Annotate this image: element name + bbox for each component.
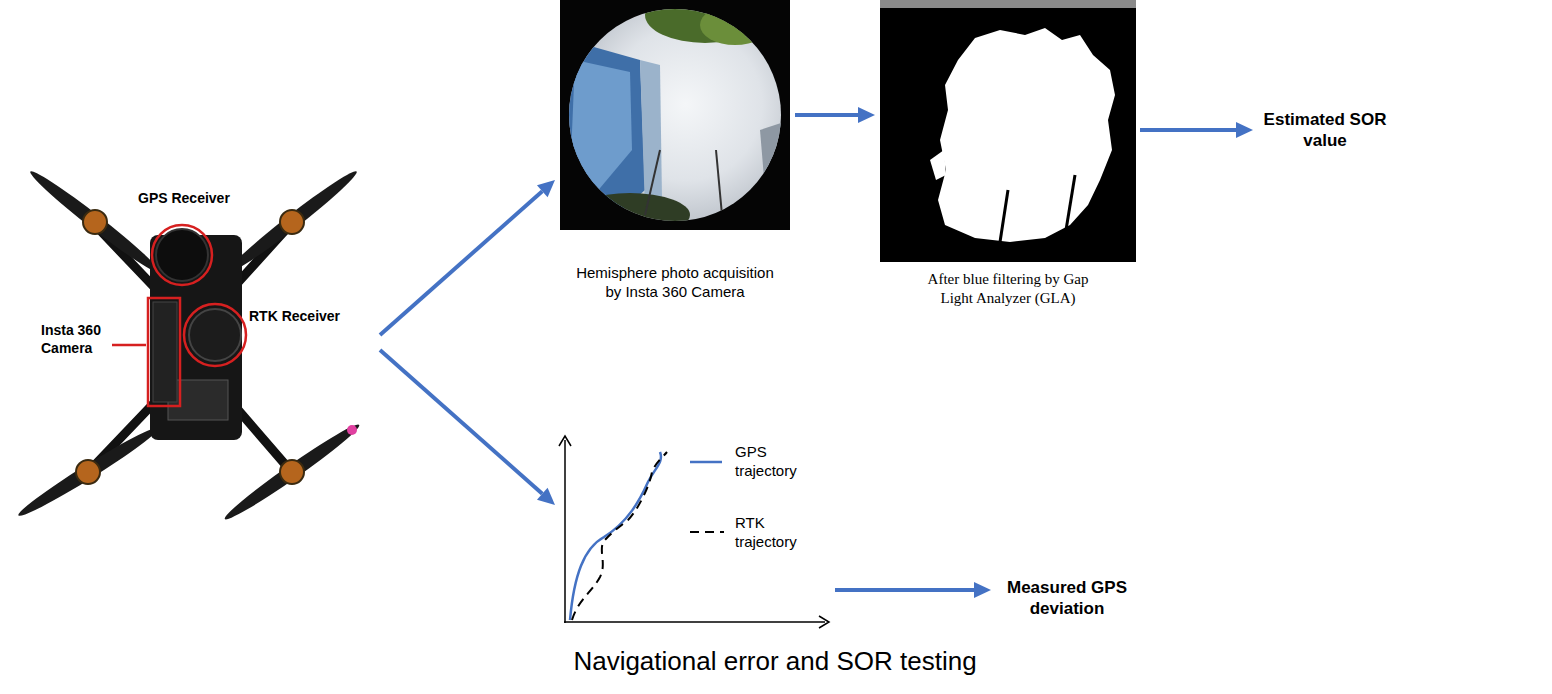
flow-arrow	[795, 107, 875, 123]
photo-panel: After blue filtering by Gap Light Analyz…	[875, 0, 1140, 312]
figure-caption: Navigational error and SOR testing	[573, 646, 976, 677]
part-label: Insta 360 Camera	[41, 322, 115, 357]
image-caption: Hemisphere photo acquisition by Insta 36…	[570, 264, 780, 302]
drone-figure: GPS ReceiverInsta 360 Camera RTK Receiver	[5, 150, 380, 540]
filtered-image	[880, 0, 1136, 262]
result-text: Measured GPS deviation	[997, 577, 1137, 620]
flow-arrow	[380, 180, 555, 335]
trajectory-chart	[559, 436, 829, 628]
arrow-line	[835, 588, 974, 592]
legend-text: GPS trajectory	[735, 443, 813, 481]
flow-arrow	[1140, 122, 1253, 138]
arrow-head	[1236, 122, 1253, 138]
arrow-line	[380, 350, 542, 494]
chart-panel: GPS trajectoryRTK trajectory	[555, 430, 835, 630]
arrow-line	[1140, 128, 1236, 132]
arrow-head	[537, 180, 555, 197]
part-label: RTK Receiver	[249, 308, 359, 326]
result-text: Estimated SOR value	[1259, 109, 1391, 152]
result-label: Measured GPS deviation	[991, 571, 1143, 626]
part-label: GPS Receiver	[138, 190, 248, 208]
fisheye-photo	[560, 0, 790, 237]
photo-panel: Hemisphere photo acquisition by Insta 36…	[555, 0, 795, 306]
flow-arrow	[835, 582, 991, 598]
arrow-head	[537, 488, 555, 505]
arrow-head	[858, 107, 875, 123]
arrow-line	[380, 191, 542, 335]
result-label: Estimated SOR value	[1253, 103, 1397, 158]
arrow-line	[795, 113, 858, 117]
drone-illustration	[15, 166, 363, 525]
legend-text: RTK trajectory	[735, 514, 813, 552]
arrow-head	[974, 582, 991, 598]
image-caption: After blue filtering by Gap Light Analyz…	[912, 270, 1104, 308]
flow-arrow	[380, 350, 555, 505]
